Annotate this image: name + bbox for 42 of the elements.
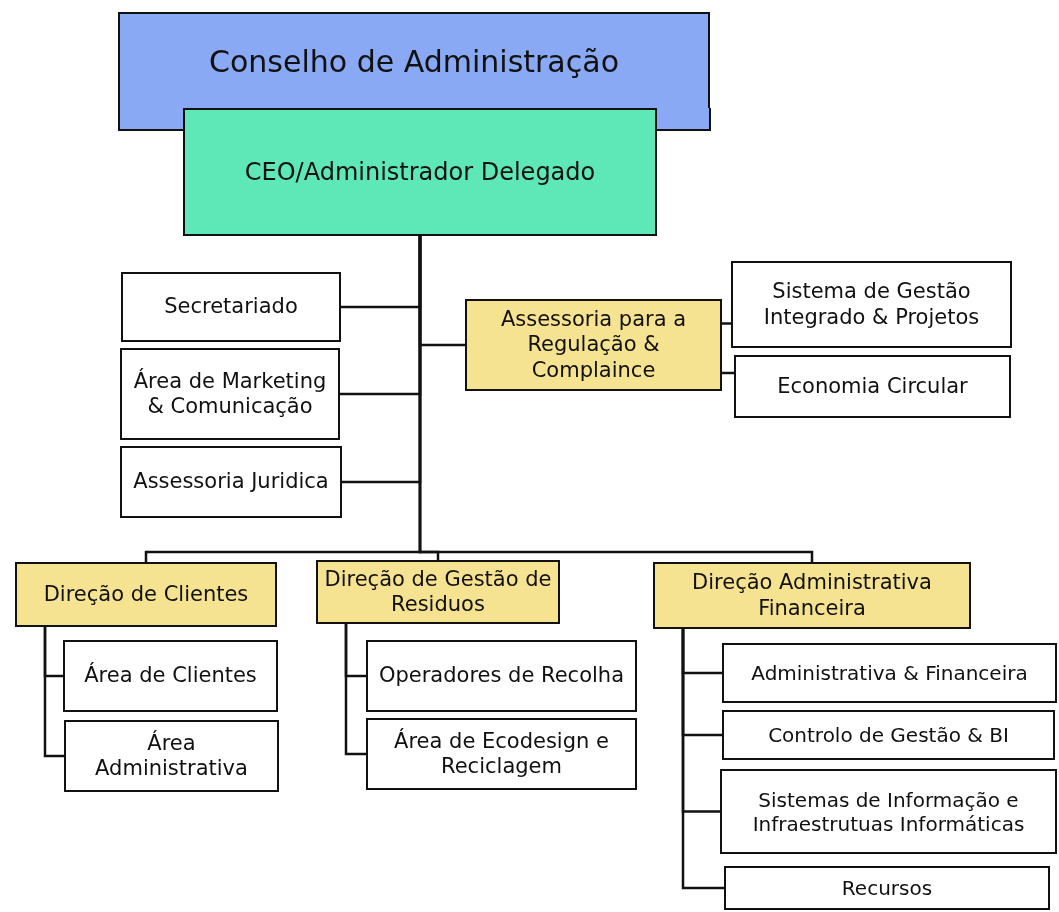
box-label: Operadores de Recolha <box>378 663 625 689</box>
unit-box <box>720 769 1057 854</box>
box-label: Assessoria Juridica <box>133 469 329 495</box>
box-label: Recursos <box>841 876 933 900</box>
unit-box <box>722 710 1055 760</box>
executive-box <box>183 108 657 236</box>
box-label: Controlo de Gestão & BI <box>768 723 1009 747</box>
department-box <box>15 562 277 627</box>
box-label: Economia Circular <box>777 373 968 400</box>
box-label: Secretariado <box>164 294 298 320</box>
box-label: Área Administrativa <box>94 730 249 782</box>
unit-box <box>366 640 637 712</box>
connector-line <box>344 624 366 756</box>
box-label: CEO/Administrador Delegado <box>244 157 596 187</box>
connector-line <box>43 627 64 758</box>
unit-box <box>120 348 340 440</box>
box-label: Conselho de Administração <box>209 44 619 80</box>
box-label: Área de Marketing & Comunicação <box>132 368 328 420</box>
unit-box <box>722 643 1057 703</box>
box-label: Área de Ecodesign e Reciclagem <box>393 728 610 780</box>
department-box <box>465 299 722 391</box>
unit-box <box>731 261 1012 348</box>
box-label: Área de Clientes <box>84 663 257 689</box>
unit-box <box>63 640 278 712</box>
unit-box <box>120 446 342 518</box>
unit-box <box>724 866 1050 910</box>
unit-box <box>64 720 279 792</box>
box-label: Direção Administrativa Financeira <box>691 570 933 621</box>
box-label: Direção de Gestão de Residuos <box>323 566 553 618</box>
box-label: Sistemas de Informação e Infraestrutuas Informáticas <box>751 787 1026 836</box>
box-label: Sistema de Gestão Integrado & Projetos <box>762 279 981 330</box>
connector-line <box>681 629 724 890</box>
connector-line <box>418 236 814 562</box>
connector-line <box>722 322 731 325</box>
unit-box <box>734 355 1011 418</box>
unit-box <box>121 272 341 342</box>
box-label: Assessoria para a Regulação & Complaince <box>499 307 688 383</box>
department-box <box>316 560 560 624</box>
unit-box <box>366 718 637 790</box>
box-label: Administrativa & Financeira <box>751 661 1028 685</box>
box-label: Direção de Clientes <box>43 581 249 608</box>
department-box <box>653 562 971 629</box>
